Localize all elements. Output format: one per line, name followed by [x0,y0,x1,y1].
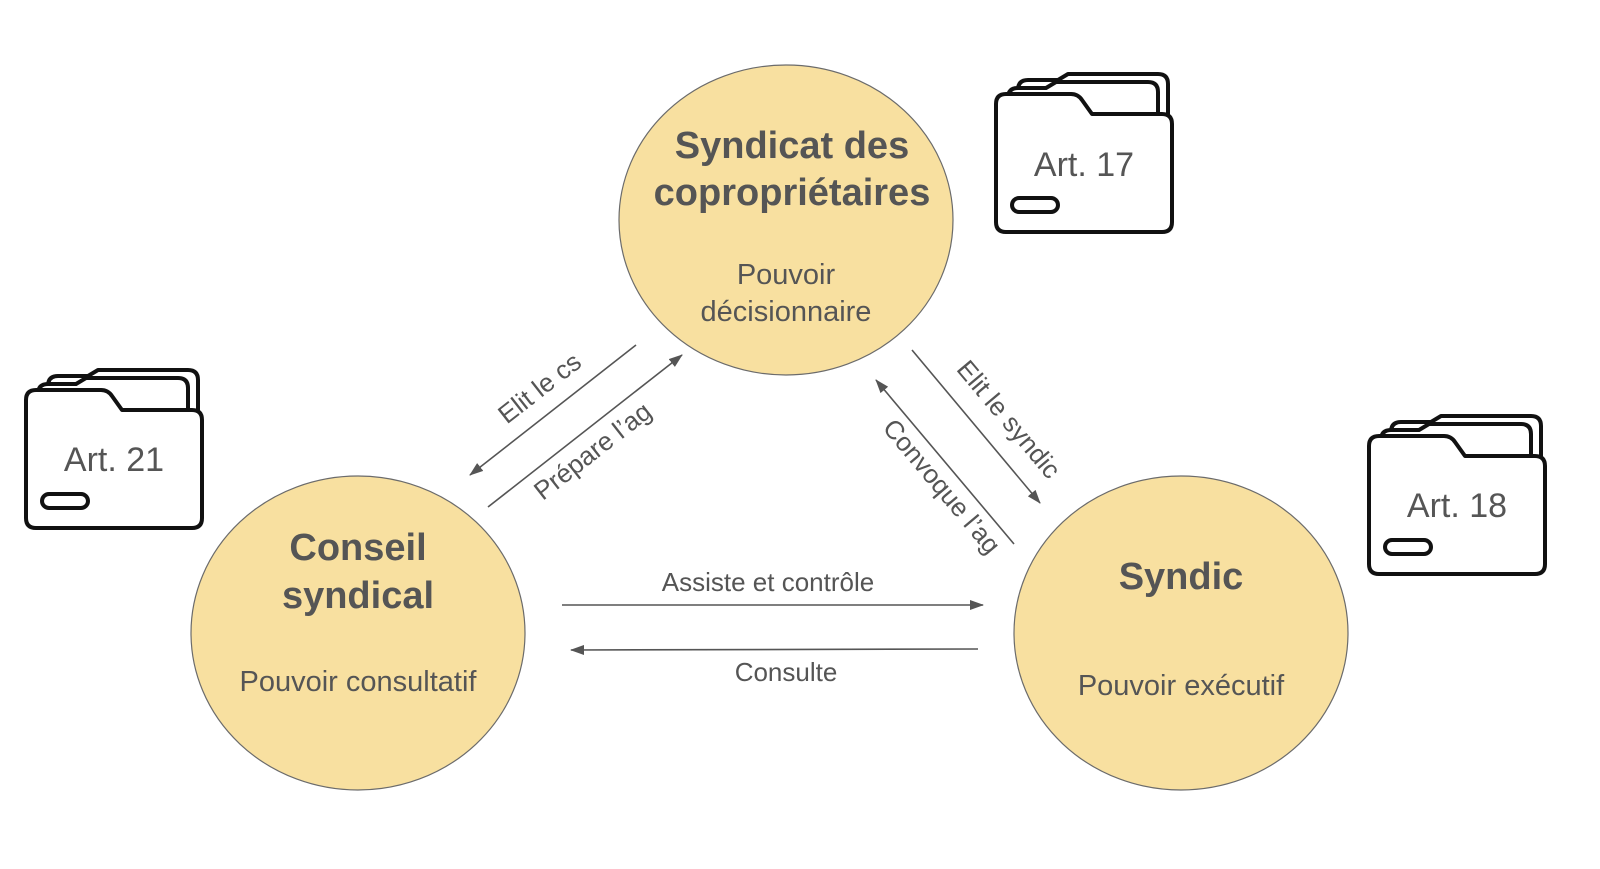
node-syndicat-des-coproprietaires: Syndicat des copropriétaires Pouvoir déc… [618,64,954,376]
edge-label-assiste: Assiste et contrôle [662,567,874,597]
edge-label-prepare-ag: Prépare l’ag [528,396,657,506]
edge-prepare-ag: Prépare l’ag [487,354,683,508]
folder-label: Art. 21 [64,441,164,479]
folder-art-18: Art. 18 [1367,414,1547,576]
folder-art-17: Art. 17 [994,72,1174,234]
node-conseil-syndical: Conseil syndical Pouvoir consultatif [190,475,526,791]
folder-art-21: Art. 21 [24,368,204,530]
node-title: Syndicat des [675,125,909,167]
node-subtitle: décisionnaire [701,296,872,328]
node-title: Conseil [289,527,426,569]
edge-label-elit-cs: Elit le cs [492,346,587,429]
edge-consulte: Consulte [570,644,979,687]
folder-label: Art. 18 [1407,487,1507,525]
node-subtitle: Pouvoir exécutif [1078,670,1285,702]
node-title: Syndic [1119,556,1244,598]
node-subtitle: Pouvoir [737,259,836,291]
node-title: copropriétaires [654,172,931,214]
node-syndic: Syndic Pouvoir exécutif [1013,475,1349,791]
node-title: syndical [282,575,434,617]
folder-label: Art. 17 [1034,146,1134,184]
edge-label-consulte: Consulte [735,657,838,687]
edge-label-convoque-ag: Convoque l’ag [877,413,1007,560]
node-subtitle: Pouvoir consultatif [240,666,478,698]
edge-assiste-controle: Assiste et contrôle [562,567,984,610]
